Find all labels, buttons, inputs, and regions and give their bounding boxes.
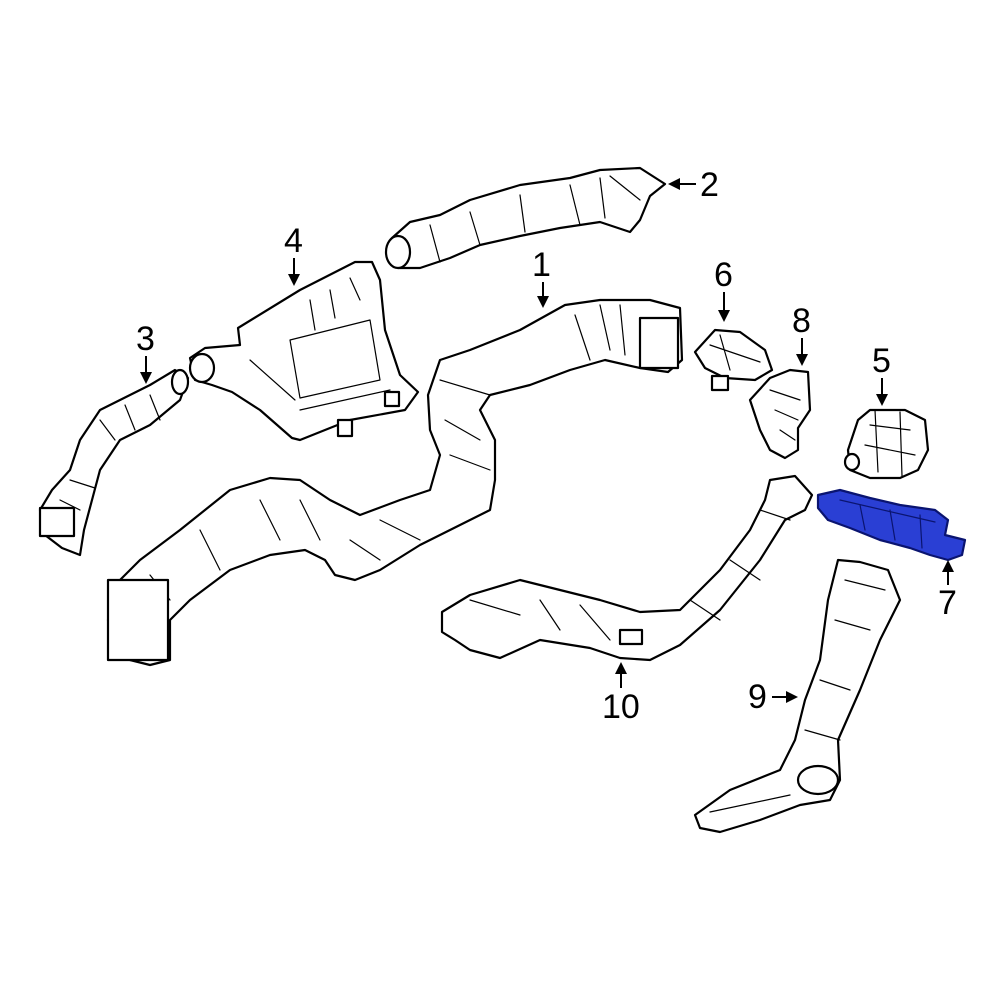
part-3-left-side-duct[interactable]: [38, 368, 190, 557]
callout-3: 3: [136, 320, 155, 384]
part-4-center-distribution-duct[interactable]: [188, 260, 420, 442]
callout-4: 4: [284, 222, 303, 286]
callout-label-3: 3: [136, 320, 155, 358]
part-1-main-duct[interactable]: [106, 298, 684, 667]
part-8-connector-duct[interactable]: [748, 368, 812, 460]
part-6-small-bracket-duct[interactable]: [693, 328, 774, 392]
callout-6: 6: [714, 256, 733, 322]
part-5-right-vent-housing[interactable]: [843, 408, 930, 480]
callout-10: 10: [602, 662, 640, 726]
callout-1: 1: [532, 246, 551, 308]
callout-label-1: 1: [532, 246, 551, 284]
callout-label-7: 7: [938, 584, 957, 622]
callout-label-9: 9: [748, 678, 767, 716]
callout-label-2: 2: [700, 166, 719, 204]
callout-label-4: 4: [284, 222, 303, 260]
callout-2: 2: [668, 166, 719, 204]
part-9-rear-floor-duct[interactable]: [693, 558, 902, 834]
part-2-upper-defroster-duct[interactable]: [384, 166, 667, 270]
part-10-floor-duct[interactable]: [440, 474, 814, 662]
callout-9: 9: [748, 678, 798, 716]
callout-label-10: 10: [602, 688, 640, 726]
part-7-right-duct[interactable]: [816, 488, 967, 562]
callout-label-5: 5: [872, 342, 891, 380]
callout-label-8: 8: [792, 302, 811, 340]
callout-7: 7: [938, 560, 957, 622]
callout-8: 8: [792, 302, 811, 366]
callout-label-6: 6: [714, 256, 733, 294]
callout-5: 5: [872, 342, 891, 406]
